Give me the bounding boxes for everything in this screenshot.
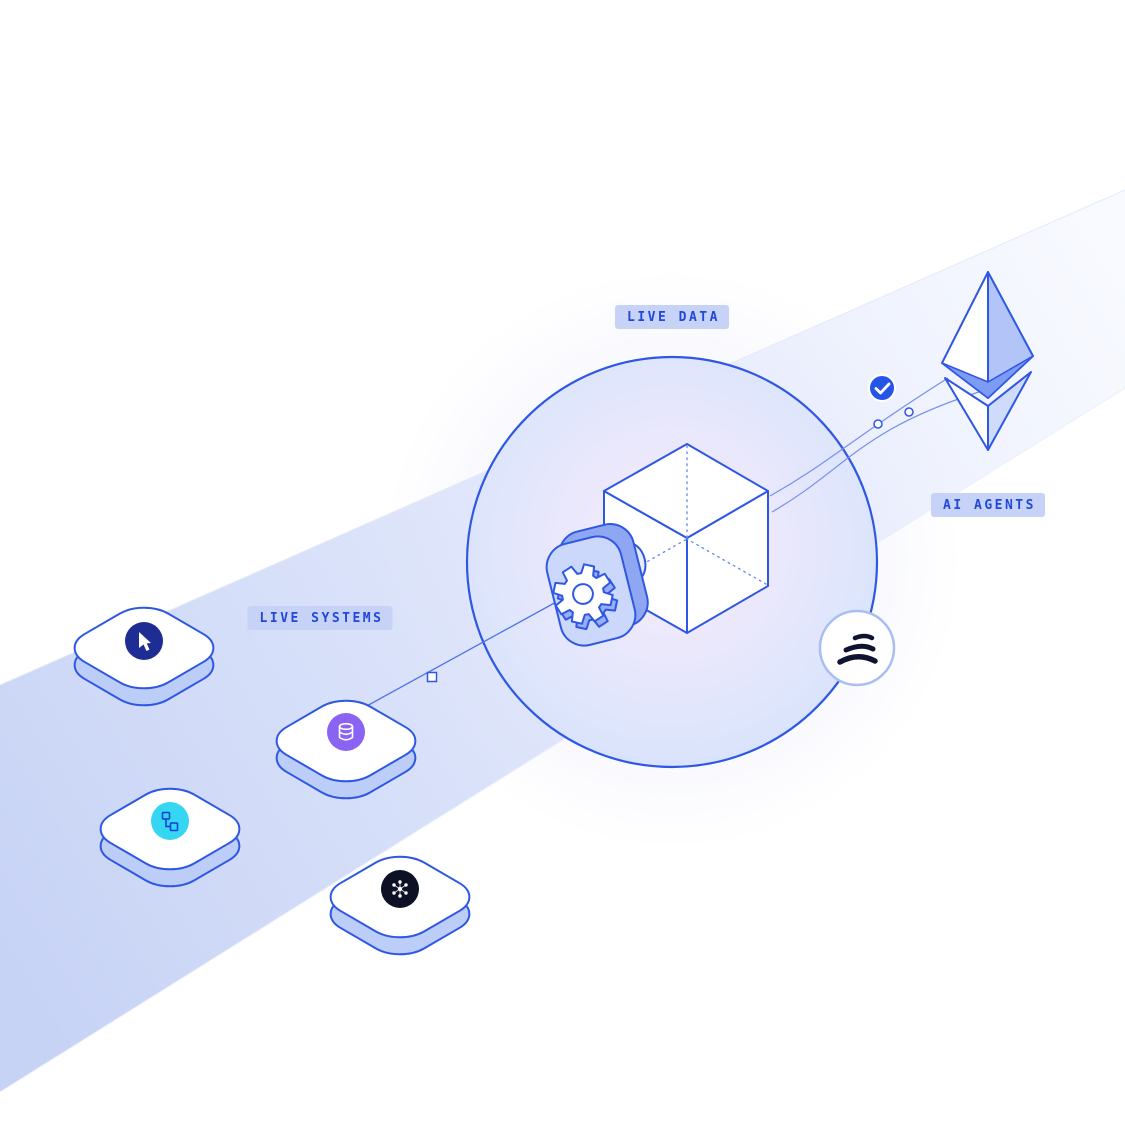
eth-lower-right-face xyxy=(987,371,1032,451)
connector-circle-node-1 xyxy=(873,419,883,429)
connector-circle-node-2 xyxy=(904,407,914,417)
tile-database xyxy=(263,693,430,807)
sail-logo-badge xyxy=(818,609,896,687)
gear-icon xyxy=(547,559,623,634)
connector-data-to-agents xyxy=(769,377,986,513)
label-live-data: LIVE DATA xyxy=(615,305,729,329)
tile-click-tool xyxy=(61,600,228,714)
connector-systems-to-data xyxy=(353,600,559,714)
graph-nodes-icon xyxy=(392,880,408,898)
database-icon xyxy=(338,722,354,741)
workflow-icon xyxy=(161,811,179,832)
cursor-click-icon xyxy=(139,632,151,651)
tile-graph xyxy=(317,849,484,963)
tile-workflow xyxy=(87,781,254,895)
ethereum-icon xyxy=(941,271,1034,451)
sail-logo-icon xyxy=(837,633,878,665)
database-icon-bg xyxy=(327,713,365,751)
label-ai-agents: AI AGENTS xyxy=(931,493,1045,517)
label-live-systems: LIVE SYSTEMS xyxy=(247,606,393,630)
workflow-icon-bg xyxy=(151,802,189,840)
eth-belt xyxy=(941,355,1034,399)
connector-square-node xyxy=(426,671,438,683)
check-badge xyxy=(868,374,896,402)
cube-hidden-edges xyxy=(605,445,767,586)
check-icon xyxy=(874,382,891,395)
